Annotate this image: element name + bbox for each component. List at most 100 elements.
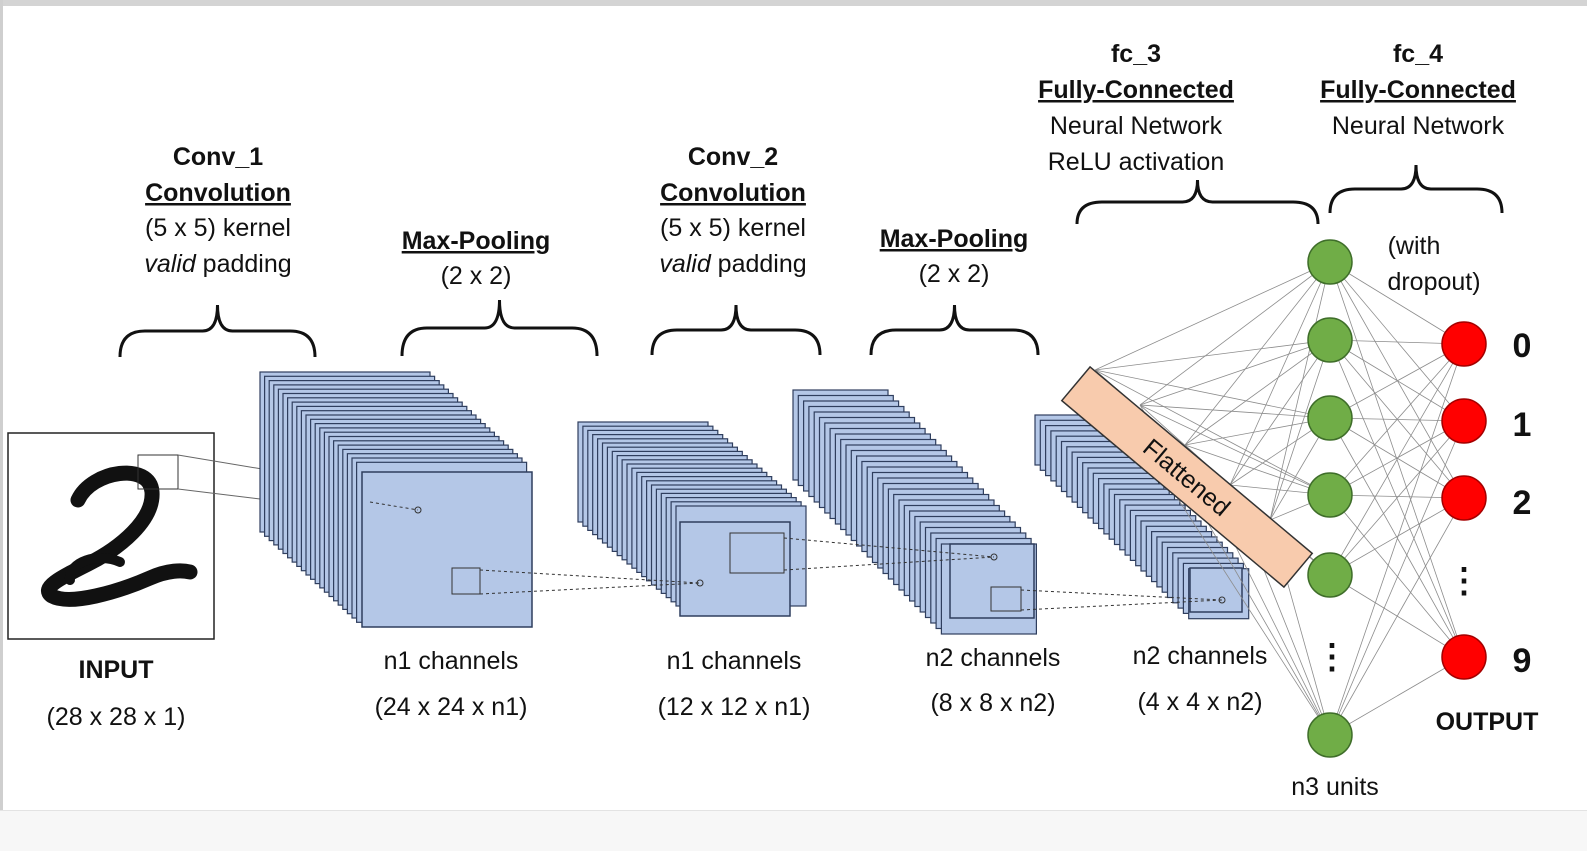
conv2-padding: valid padding — [659, 250, 806, 278]
hidden-node — [1307, 317, 1353, 363]
conv1-channels: n1 channels — [384, 647, 519, 675]
conv1-brace — [118, 304, 317, 358]
pool2-dims: (4 x 4 x n2) — [1137, 688, 1262, 716]
fc3-line1: Neural Network — [1050, 112, 1223, 140]
frame-bottom-strip — [0, 810, 1587, 851]
hidden-to-output-edge — [1329, 261, 1465, 499]
pool1-channels: n1 channels — [667, 647, 802, 675]
flatten-to-hidden-edge — [1139, 404, 1331, 419]
hidden-node — [1307, 472, 1353, 518]
fc3-nodes — [1307, 239, 1353, 758]
output-node — [1441, 398, 1487, 444]
hidden-node — [1307, 395, 1353, 441]
flatten-to-hidden-edge — [1139, 404, 1331, 496]
hidden-to-output-edge — [1329, 420, 1465, 496]
feature-map-front — [1189, 567, 1243, 613]
flatten-to-hidden-edge — [1184, 339, 1331, 446]
flatten-to-hidden-edge — [1094, 369, 1331, 419]
conv2-kernel: (5 x 5) kernel — [660, 214, 806, 242]
frame-left-edge — [0, 0, 3, 850]
feature-map-front — [949, 543, 1035, 619]
fc4-line1: Neural Network — [1332, 112, 1505, 140]
layer-braces — [118, 164, 1504, 358]
conv1-op: Convolution — [145, 179, 291, 207]
conv1-name: Conv_1 — [173, 143, 263, 171]
fc3-ellipsis: ⋮ — [1315, 638, 1349, 676]
input-dims: (28 x 28 x 1) — [47, 703, 186, 731]
hidden-to-output-edge — [1329, 494, 1465, 658]
output-node — [1441, 475, 1487, 521]
fc4-dropout-line2: dropout) — [1387, 268, 1480, 296]
hidden-to-output-edge — [1329, 656, 1465, 736]
hidden-to-output-edge — [1329, 420, 1465, 736]
fc4-dropout-line1: (with — [1388, 232, 1441, 260]
output-node — [1441, 634, 1487, 680]
pool1-brace — [400, 299, 599, 357]
conv1-feature-maps — [259, 371, 533, 628]
flatten-to-hidden-edge — [1184, 444, 1331, 496]
fc3-brace — [1075, 179, 1320, 225]
fc4-output-nodes — [1441, 321, 1487, 680]
conv1-padding: valid padding — [144, 250, 291, 278]
hidden-to-output-edge — [1329, 420, 1465, 576]
flatten-to-hidden-edge — [1269, 339, 1331, 521]
fc4-name: fc_4 — [1393, 40, 1443, 68]
hidden-to-output-edge — [1329, 261, 1465, 345]
hidden-to-output-edge — [1329, 497, 1465, 576]
hidden-to-output-edge — [1329, 343, 1465, 576]
fc3-line2: ReLU activation — [1048, 148, 1224, 176]
fc-connections — [1094, 261, 1465, 736]
output-ellipsis: ⋮ — [1447, 562, 1481, 600]
pool2-feature-maps — [1034, 414, 1250, 620]
pool1-size: (2 x 2) — [441, 262, 512, 290]
hidden-to-output-edge — [1329, 497, 1465, 736]
input-title: INPUT — [79, 656, 154, 684]
pool2-op: Max-Pooling — [880, 225, 1029, 253]
flatten-to-hidden-edge — [1269, 261, 1331, 521]
output-digit-2: 2 — [1513, 484, 1532, 522]
hidden-to-output-edge — [1329, 417, 1465, 658]
fc4-brace — [1328, 164, 1504, 214]
flatten-to-hidden-edge — [1184, 261, 1331, 446]
hidden-to-output-edge — [1329, 343, 1465, 736]
feature-map-front — [679, 521, 791, 617]
output-title: OUTPUT — [1436, 708, 1539, 736]
pool2-size: (2 x 2) — [919, 260, 990, 288]
hidden-to-output-edge — [1329, 339, 1465, 422]
input-image — [7, 432, 215, 640]
pool1-op: Max-Pooling — [402, 227, 551, 255]
flatten-to-hidden-edge — [1139, 339, 1331, 406]
pool1-dims: (12 x 12 x n1) — [658, 693, 811, 721]
flatten-to-hidden-edge — [1229, 339, 1331, 486]
output-digit-9: 9 — [1513, 642, 1532, 680]
hidden-to-output-edge — [1329, 343, 1465, 419]
conv2-name: Conv_2 — [688, 143, 778, 171]
flatten-to-hidden-edge — [1229, 261, 1331, 486]
fc3-units: n3 units — [1291, 773, 1379, 801]
conv2-feature-maps — [792, 389, 1038, 635]
conv2-channels: n2 channels — [926, 644, 1061, 672]
hidden-node — [1307, 239, 1353, 285]
frame-top-edge — [0, 0, 1587, 6]
hidden-node — [1307, 712, 1353, 758]
receptive-field-markers — [369, 501, 1226, 612]
hidden-to-output-edge — [1329, 261, 1465, 422]
flatten-to-hidden-edge — [1184, 417, 1331, 446]
fc4-op: Fully-Connected — [1320, 76, 1516, 104]
hidden-node — [1307, 552, 1353, 598]
flatten-to-hidden-edge — [1094, 369, 1331, 496]
pool2-channels: n2 channels — [1133, 642, 1268, 670]
pool2-brace — [869, 304, 1040, 356]
flatten-to-hidden-edge — [1094, 261, 1331, 371]
flatten-to-hidden-edge — [1094, 339, 1331, 371]
output-digit-1: 1 — [1513, 406, 1532, 444]
conv2-brace — [650, 304, 822, 356]
hidden-to-output-edge — [1329, 343, 1465, 496]
fc3-op: Fully-Connected — [1038, 76, 1234, 104]
flatten-to-hidden-edge — [1139, 261, 1331, 406]
conv1-kernel: (5 x 5) kernel — [145, 214, 291, 242]
feature-map-front — [361, 471, 533, 628]
conv2-dims: (8 x 8 x n2) — [930, 689, 1055, 717]
fc3-name: fc_3 — [1111, 40, 1161, 68]
